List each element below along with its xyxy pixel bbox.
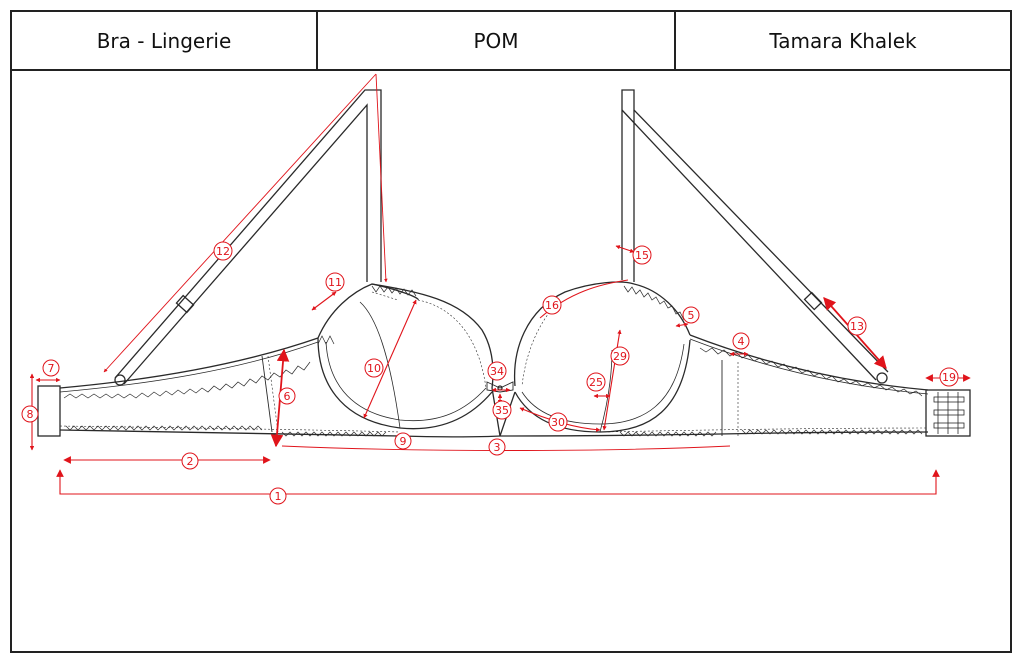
left-cup: [317, 283, 494, 430]
svg-text:9: 9: [400, 435, 407, 448]
band-bottom: [59, 429, 929, 438]
right-strap: [621, 89, 889, 384]
header-category: Bra - Lingerie: [12, 12, 318, 69]
callout-10: 10: [364, 358, 384, 378]
svg-text:34: 34: [490, 365, 504, 378]
measurement-lines: [29, 73, 971, 495]
svg-text:15: 15: [635, 249, 649, 262]
callout-2: 2: [181, 452, 199, 470]
svg-text:5: 5: [688, 309, 695, 322]
measure-line-5: [675, 322, 689, 328]
measure-line-1: [56, 469, 940, 495]
band-top-right: [689, 334, 929, 391]
callout-labels: 1 2 3 4 5 6 7 8 9 10 11 12 13 15 16 19 2…: [21, 241, 959, 505]
svg-text:8: 8: [27, 408, 34, 421]
svg-text:2: 2: [187, 455, 194, 468]
svg-text:16: 16: [545, 299, 559, 312]
elastic-trim: [63, 285, 923, 437]
svg-text:12: 12: [216, 245, 230, 258]
callout-13: 13: [847, 316, 867, 336]
svg-text:19: 19: [942, 371, 956, 384]
measure-line-15: [615, 245, 635, 253]
callout-5: 5: [682, 306, 700, 324]
measure-line-3: [281, 445, 731, 451]
measure-line-10: [363, 299, 417, 419]
measure-line-11: [311, 291, 337, 311]
svg-text:4: 4: [738, 335, 745, 348]
garment-outline: [37, 89, 971, 438]
measure-line-12: [103, 73, 377, 373]
callout-34: 34: [487, 361, 507, 381]
svg-text:3: 3: [494, 441, 501, 454]
svg-text:35: 35: [495, 404, 509, 417]
callout-8: 8: [21, 405, 39, 423]
callout-19: 19: [939, 367, 959, 387]
callout-29: 29: [610, 346, 630, 366]
callout-9: 9: [394, 432, 412, 450]
svg-text:25: 25: [589, 376, 603, 389]
svg-text:10: 10: [367, 362, 381, 375]
right-cup: [513, 281, 691, 433]
callout-16: 16: [542, 295, 562, 315]
callout-11: 11: [325, 272, 345, 292]
header-row: Bra - Lingerie POM Tamara Khalek: [12, 12, 1010, 71]
svg-text:30: 30: [551, 416, 565, 429]
callout-15: 15: [632, 245, 652, 265]
left-strap: [114, 89, 382, 386]
callout-1: 1: [269, 487, 287, 505]
callout-4: 4: [732, 332, 750, 350]
callout-3: 3: [488, 438, 506, 456]
svg-text:29: 29: [613, 350, 627, 363]
hook-tab-left: [37, 385, 61, 437]
callout-35: 35: [492, 400, 512, 420]
spec-sheet-frame: Bra - Lingerie POM Tamara Khalek: [10, 10, 1012, 653]
header-sheet-type: POM: [318, 12, 676, 69]
svg-text:11: 11: [328, 276, 342, 289]
measure-line-29: [602, 329, 622, 431]
callout-25: 25: [586, 372, 606, 392]
callout-7: 7: [42, 359, 60, 377]
svg-text:7: 7: [48, 362, 55, 375]
callout-6: 6: [278, 387, 296, 405]
svg-text:13: 13: [850, 320, 864, 333]
callout-30: 30: [548, 412, 568, 432]
callout-12: 12: [213, 241, 233, 261]
band-top-left: [59, 337, 319, 389]
header-designer: Tamara Khalek: [769, 28, 917, 53]
svg-text:6: 6: [284, 390, 291, 403]
svg-text:1: 1: [275, 490, 282, 503]
eye-tab-right: [925, 389, 971, 437]
